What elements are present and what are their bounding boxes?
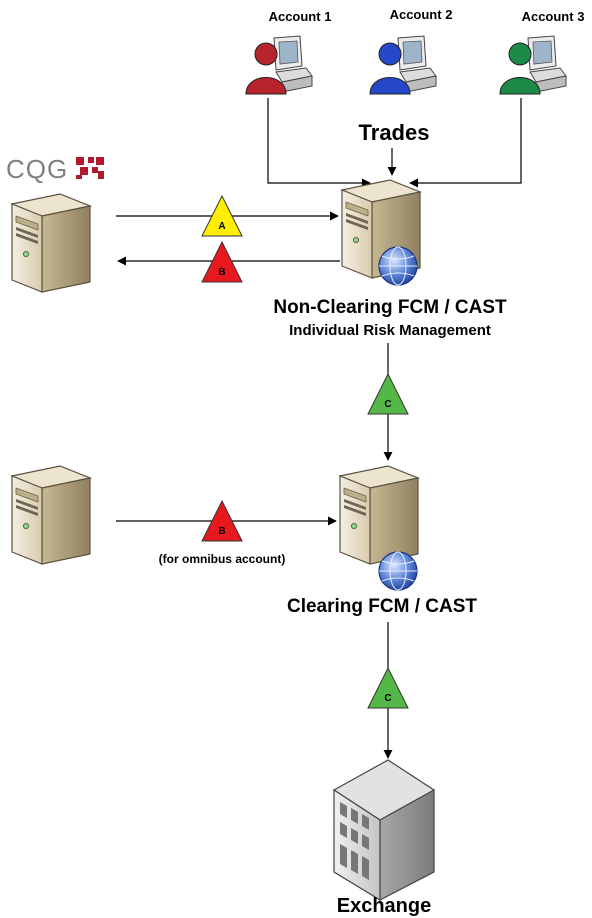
connectors (116, 98, 522, 759)
account-1-label: Account 1 (269, 9, 332, 24)
account-3-to-non-clearing-line (409, 98, 522, 188)
account-3-label: Account 3 (522, 9, 585, 24)
person-body-icon (369, 77, 411, 95)
trades-label: Trades (359, 120, 430, 145)
clearing-server (339, 465, 419, 591)
account-3 (499, 35, 567, 95)
account-2 (369, 35, 437, 95)
clearing-title: Clearing FCM / CAST (287, 596, 477, 617)
account-2-label: Account 2 (390, 7, 453, 22)
server-icon (339, 465, 419, 565)
cqg-logo-mark (76, 157, 104, 179)
marker-c-lower: C (367, 666, 409, 709)
svg-text:A: A (218, 221, 225, 232)
omnibus-note: (for omnibus account) (159, 552, 286, 566)
marker-c-upper: C (367, 372, 409, 415)
non-clearing-title: Non-Clearing FCM / CAST (273, 297, 507, 318)
exchange-building-icon (332, 759, 436, 902)
person-head-icon (254, 42, 278, 66)
cqg-logo-text: CQG (6, 154, 68, 184)
account-1-to-non-clearing-line (267, 98, 371, 188)
marker-b-lower: B (201, 499, 243, 542)
person-head-icon (508, 42, 532, 66)
non-clearing-server (341, 179, 421, 286)
cqg-server-icon (11, 193, 91, 293)
cqg-logo: CQG (6, 154, 104, 184)
svg-text:C: C (384, 693, 391, 704)
svg-text:B: B (218, 267, 225, 278)
svg-text:C: C (384, 399, 391, 410)
person-body-icon (499, 77, 541, 95)
person-head-icon (378, 42, 402, 66)
globe-icon (378, 551, 418, 591)
marker-a: A (201, 194, 243, 237)
non-clearing-subtitle: Individual Risk Management (289, 322, 491, 339)
marker-b-upper: B (201, 240, 243, 283)
exchange-label: Exchange (337, 895, 431, 917)
account-1 (245, 35, 313, 95)
svg-text:B: B (218, 526, 225, 537)
globe-icon (378, 246, 418, 286)
risk-server-icon (11, 465, 91, 565)
person-body-icon (245, 77, 287, 95)
